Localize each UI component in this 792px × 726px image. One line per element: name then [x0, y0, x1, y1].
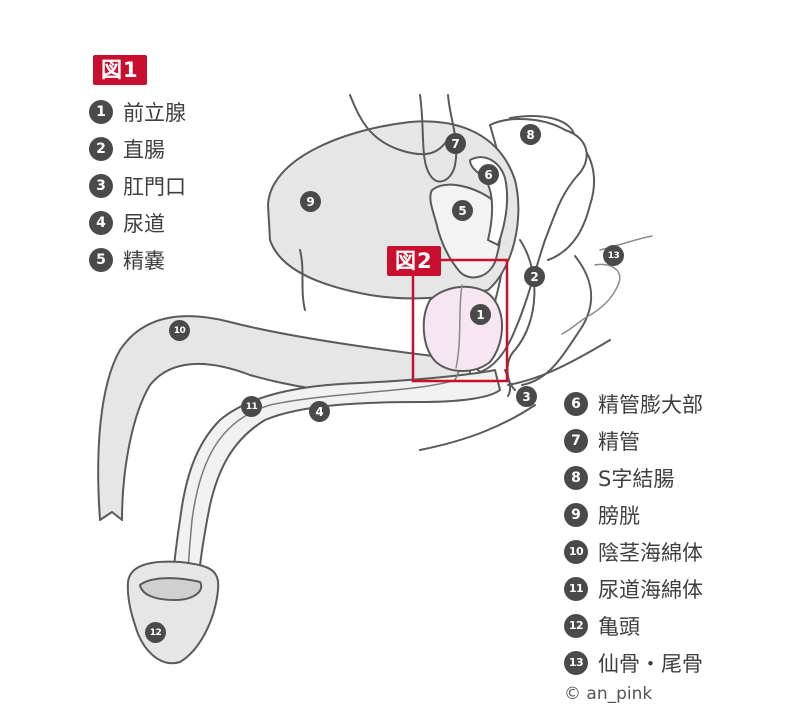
figure1-badge: 図1: [93, 55, 147, 85]
legend-label: 亀頭: [598, 614, 640, 639]
seminal-vesicle: [429, 183, 502, 279]
legend-number: 6: [564, 391, 588, 416]
glans-inner: [139, 577, 203, 601]
legend-item: 9 膀胱: [564, 496, 703, 533]
legend-item: 12 亀頭: [564, 607, 703, 644]
ureter-line: [349, 94, 447, 156]
legend-item: 10 陰茎海綿体: [564, 533, 703, 570]
marker-corpus-cavernosum: 10: [169, 320, 190, 341]
copyright-text: © an_pink: [564, 684, 653, 704]
perineum-line: [507, 339, 611, 386]
legend-label: 膀胱: [598, 503, 640, 528]
legend-label: 精嚢: [123, 248, 165, 273]
legend-number: 11: [564, 576, 588, 601]
legend-label: 精管: [598, 429, 640, 454]
legend-number: 8: [564, 465, 588, 490]
prostate: [422, 285, 504, 372]
legend-right: 6 精管膨大部 7 精管 8 S字結腸 9 膀胱 10 陰茎海綿体 11 尿道海綿体 12 亀…: [564, 385, 703, 681]
legend-number: 13: [564, 650, 588, 675]
legend-item: 5 精嚢: [89, 241, 186, 278]
vas-deferens: [419, 94, 458, 183]
legend-item: 8 S字結腸: [564, 459, 703, 496]
marker-prostate: 1: [470, 304, 491, 325]
legend-item: 13 仙骨・尾骨: [564, 644, 703, 681]
legend-number: 5: [89, 247, 113, 272]
legend-number: 10: [564, 539, 588, 564]
legend-label: 尿道海綿体: [598, 577, 703, 602]
marker-seminal-vesicle: 5: [452, 200, 473, 221]
figure2-highlight-box: [411, 258, 509, 383]
legend-label: 肛門口: [123, 174, 186, 199]
legend-label: S字結腸: [598, 466, 675, 491]
legend-item: 7 精管: [564, 422, 703, 459]
legend-number: 4: [89, 210, 113, 235]
legend-label: 直腸: [123, 137, 165, 162]
legend-item: 3 肛門口: [89, 167, 186, 204]
urachus-line: [299, 249, 306, 311]
glans: [126, 560, 220, 665]
legend-number: 1: [89, 99, 113, 124]
marker-bladder: 9: [300, 191, 321, 212]
marker-sigmoid-colon: 8: [520, 124, 541, 145]
back-outline: [509, 115, 595, 261]
legend-left: 1 前立腺 2 直腸 3 肛門口 4 尿道 5 精嚢: [89, 93, 186, 278]
marker-vas-deferens: 7: [445, 133, 466, 154]
prostate-urethra: [455, 284, 463, 369]
legend-number: 3: [89, 173, 113, 198]
legend-label: 陰茎海綿体: [598, 540, 703, 565]
legend-number: 7: [564, 428, 588, 453]
legend-label: 仙骨・尾骨: [598, 651, 703, 676]
legend-number: 2: [89, 136, 113, 161]
marker-ampulla: 6: [478, 164, 499, 185]
corpus-spongiosum: [171, 369, 501, 586]
legend-item: 11 尿道海綿体: [564, 570, 703, 607]
legend-number: 9: [564, 502, 588, 527]
figure2-badge: 図2: [387, 246, 441, 276]
legend-item: 1 前立腺: [89, 93, 186, 130]
legend-label: 前立腺: [123, 100, 186, 125]
marker-anus: 3: [516, 386, 537, 407]
corpus-cavernosum: [97, 315, 471, 521]
legend-item: 2 直腸: [89, 130, 186, 167]
legend-number: 12: [564, 613, 588, 638]
legend-item: 4 尿道: [89, 204, 186, 241]
legend-item: 6 精管膨大部: [564, 385, 703, 422]
legend-label: 尿道: [123, 211, 165, 236]
legend-label: 精管膨大部: [598, 392, 703, 417]
sacrum-outline: [521, 255, 593, 386]
marker-rectum: 2: [524, 266, 545, 287]
skin-line: [419, 404, 536, 451]
marker-urethra: 4: [309, 401, 330, 422]
marker-sacrum-coccyx: 13: [603, 245, 624, 266]
marker-glans: 12: [145, 622, 166, 643]
marker-corpus-spongiosum: 11: [241, 396, 262, 417]
